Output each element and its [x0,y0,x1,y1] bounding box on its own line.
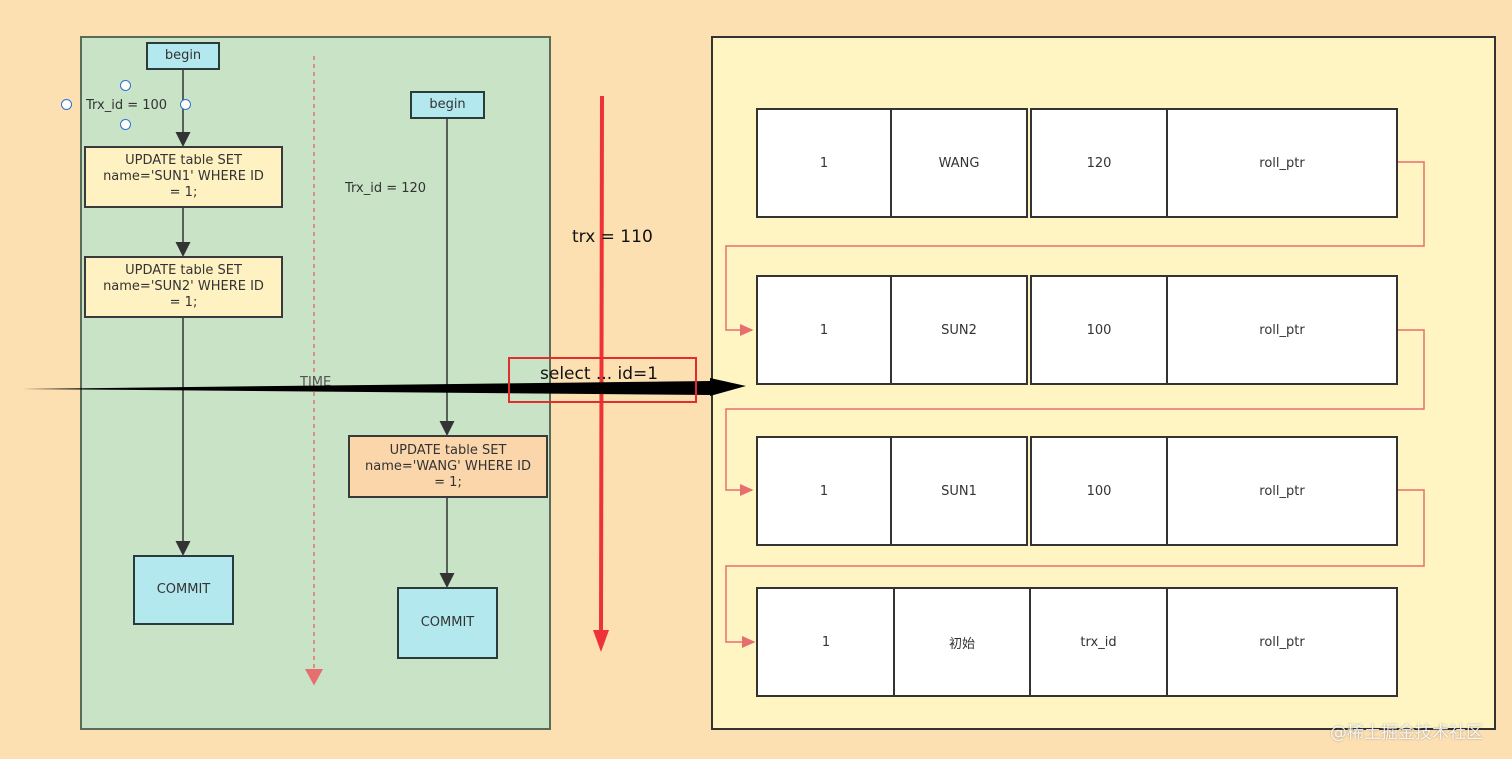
version-id-cell[interactable]: 1 [756,587,896,697]
selection-handle-left[interactable] [61,99,72,110]
version-name-cell[interactable]: WANG [890,108,1028,218]
trx-id-label-2[interactable]: Trx_id = 120 [345,181,427,196]
selection-handle-bottom[interactable] [120,119,131,130]
version-ptr-cell[interactable]: roll_ptr [1166,436,1398,546]
commit-box-1[interactable]: COMMIT [133,555,234,625]
read-view-arrow-head [593,630,609,652]
version-link-3-4 [725,489,1425,648]
version-row: 1 WANG 120 roll_ptr [756,108,1398,218]
version-name-cell[interactable]: SUN1 [890,436,1028,546]
update-box-sun2[interactable]: UPDATE table SET name='SUN2' WHERE ID = … [84,256,283,318]
selection-handle-right[interactable] [180,99,191,110]
version-trx-cell[interactable]: trx_id [1029,587,1168,697]
trx-110-label: trx = 110 [572,227,653,247]
select-highlight-box [508,357,697,403]
version-trx-cell[interactable]: 100 [1030,275,1168,385]
version-id-cell[interactable]: 1 [756,436,892,546]
select-query-label: select ... id=1 [540,364,659,384]
version-ptr-cell[interactable]: roll_ptr [1166,108,1398,218]
update-box-wang[interactable]: UPDATE table SET name='WANG' WHERE ID = … [348,435,548,498]
version-link-2-3 [725,329,1425,496]
trx-id-label-1[interactable]: Trx_id = 100 [86,98,168,113]
version-row: 1 初始 trx_id roll_ptr [756,587,1398,697]
begin-box-2[interactable]: begin [410,91,485,119]
watermark: @稀土掘金技术社区 [1330,723,1483,743]
version-id-cell[interactable]: 1 [756,108,892,218]
commit-box-2[interactable]: COMMIT [397,587,498,659]
select-arrow-head [710,378,746,396]
read-view-arrow [599,95,604,633]
selection-handle-top[interactable] [120,80,131,91]
begin-box-1[interactable]: begin [146,42,220,70]
version-row: 1 SUN1 100 roll_ptr [756,436,1398,546]
version-id-cell[interactable]: 1 [756,275,892,385]
version-link-1-2 [725,161,1425,336]
version-ptr-cell[interactable]: roll_ptr [1166,275,1398,385]
select-arrow [22,381,712,395]
version-row: 1 SUN2 100 roll_ptr [756,275,1398,385]
version-name-cell[interactable]: SUN2 [890,275,1028,385]
version-ptr-cell[interactable]: roll_ptr [1166,587,1398,697]
update-box-sun1[interactable]: UPDATE table SET name='SUN1' WHERE ID = … [84,146,283,208]
